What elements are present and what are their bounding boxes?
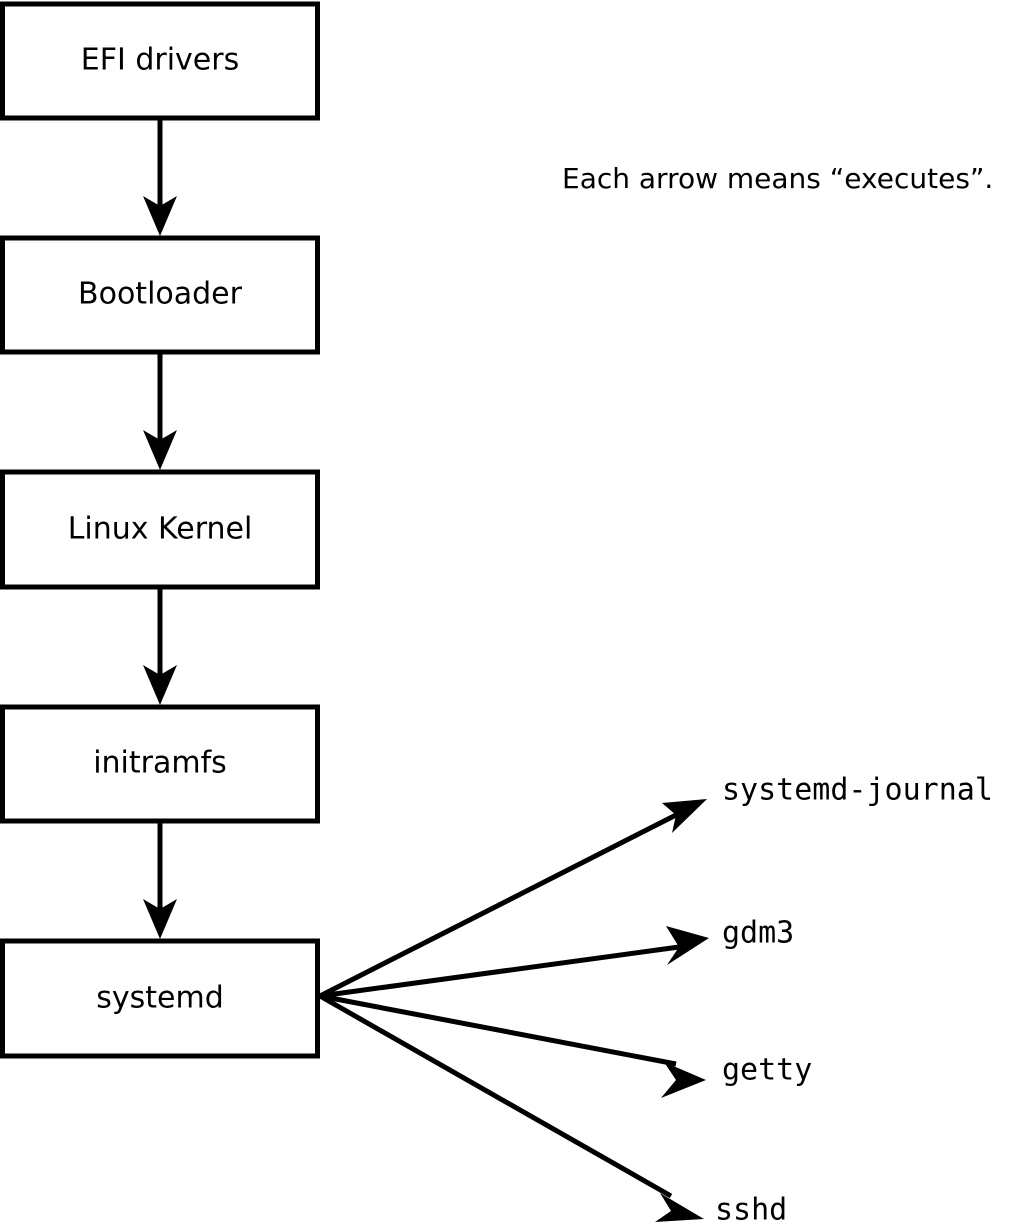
- node-linux-kernel-label: Linux Kernel: [68, 512, 253, 547]
- node-bootloader[interactable]: Bootloader: [0, 235, 320, 355]
- arrow-systemd-to-gdm3: [319, 926, 709, 999]
- node-initramfs[interactable]: initramfs: [0, 704, 320, 824]
- node-efi-drivers-label: EFI drivers: [81, 43, 239, 78]
- node-initramfs-label: initramfs: [93, 746, 227, 781]
- node-bootloader-rect: [0, 235, 320, 355]
- arrow-systemd-to-systemd-journal: [318, 799, 707, 999]
- node-systemd[interactable]: systemd: [0, 938, 320, 1059]
- arrow-efi-to-bootloader: [143, 118, 177, 236]
- arrow-bootloader-to-kernel: [143, 352, 177, 470]
- node-systemd-rect: [0, 938, 320, 1059]
- arrow-kernel-to-initramfs: [143, 587, 177, 705]
- arrow-systemd-to-sshd: [318, 993, 704, 1222]
- node-efi-drivers-rect: [0, 1, 320, 121]
- legend-caption: Each arrow means “executes”.: [562, 162, 993, 195]
- node-initramfs-rect: [0, 704, 320, 824]
- node-efi-drivers[interactable]: EFI drivers: [0, 1, 320, 121]
- arrow-initramfs-to-systemd: [143, 821, 177, 939]
- service-label-getty: getty: [722, 1053, 812, 1088]
- arrow-systemd-to-getty: [319, 993, 706, 1098]
- service-label-systemd-journal: systemd-journal: [722, 773, 993, 808]
- service-label-gdm3: gdm3: [722, 916, 794, 951]
- node-linux-kernel[interactable]: Linux Kernel: [0, 469, 320, 590]
- node-bootloader-label: Bootloader: [78, 277, 243, 312]
- node-systemd-label: systemd: [96, 981, 224, 1016]
- service-label-sshd: sshd: [715, 1193, 787, 1228]
